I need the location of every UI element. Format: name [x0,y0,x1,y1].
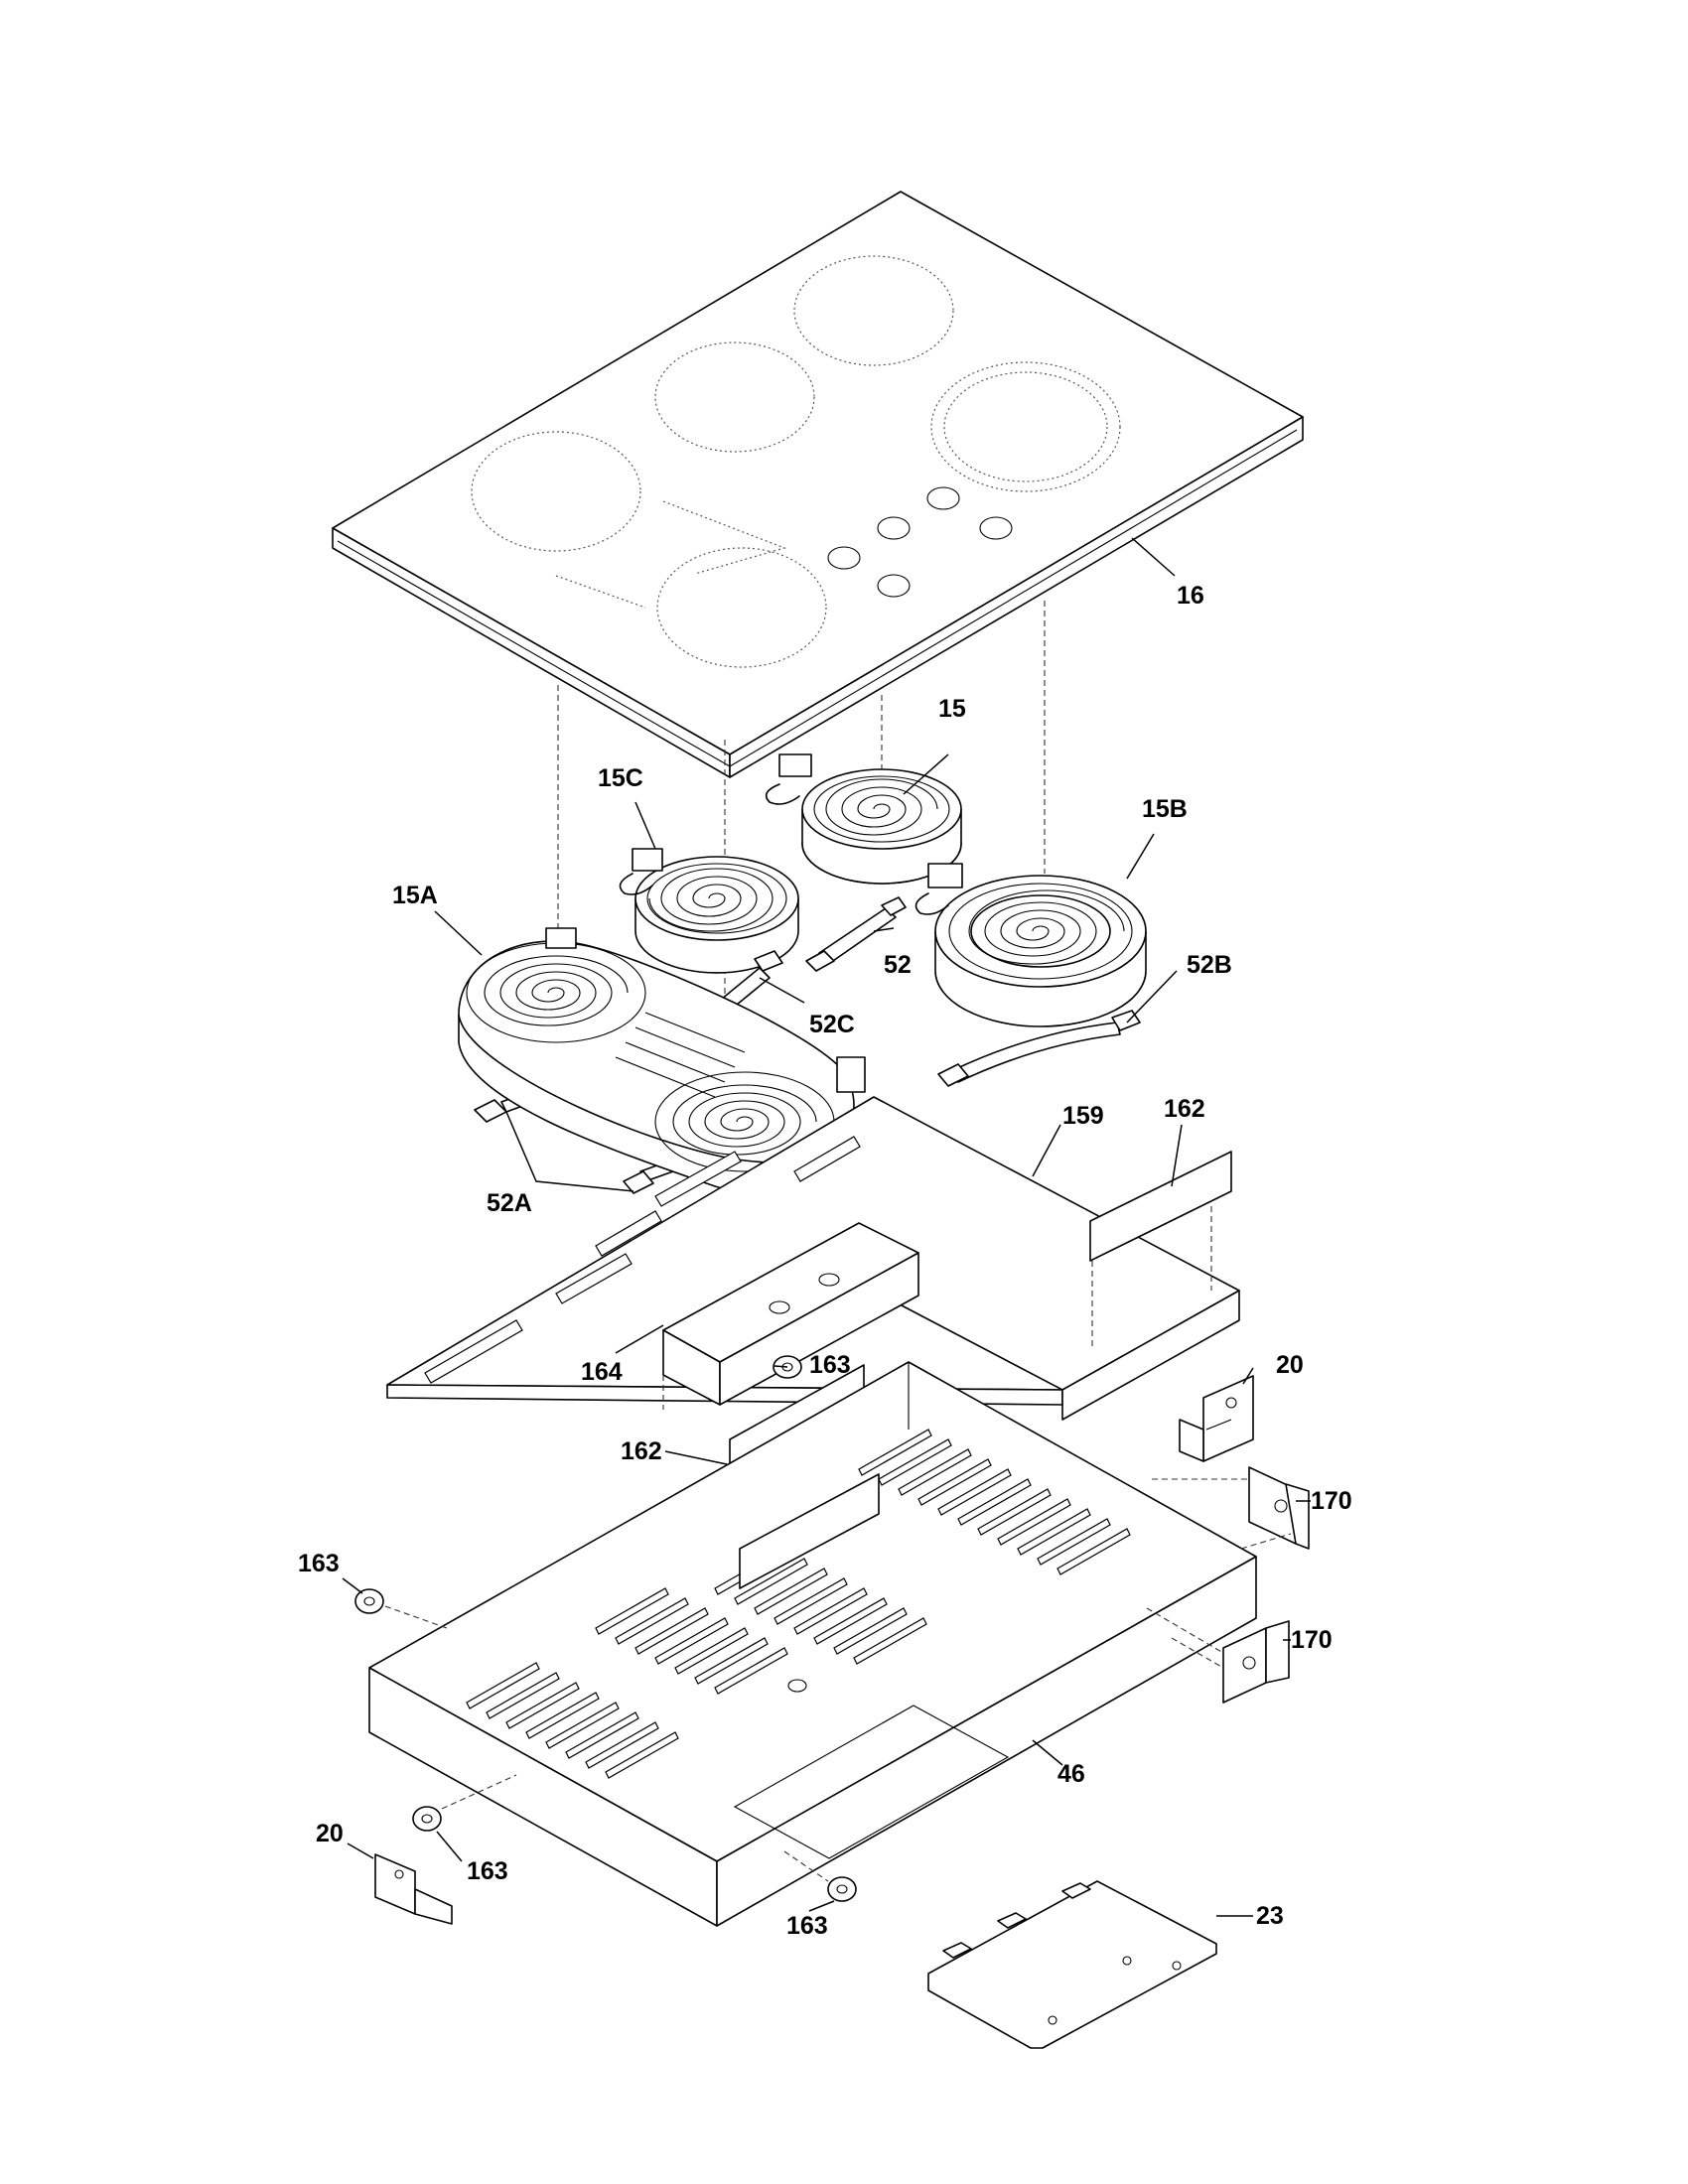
callout-23: 23 [1256,1902,1284,1930]
callout-15: 15 [938,695,966,723]
cover-plate-23 [927,1880,1217,2049]
callout-46: 46 [1057,1760,1085,1788]
callout-163-front-left: 163 [467,1857,508,1885]
radiant-element-15 [765,753,962,885]
callout-164: 164 [581,1358,623,1386]
channel-bracket-164 [662,1222,919,1410]
shield-162-upper [1089,1151,1232,1350]
callout-16: 16 [1177,582,1204,610]
callout-52: 52 [884,951,912,979]
bracket-52 [805,896,907,972]
callout-52b: 52B [1187,951,1232,979]
callout-52c: 52C [809,1011,855,1038]
callout-163-front-right: 163 [786,1912,828,1940]
chassis-46 [368,1361,1257,1927]
bridge-element-15a [458,927,866,1196]
callout-leaders [342,537,1311,1917]
chassis-vent-slots [466,1429,1131,1779]
callout-52a: 52A [487,1189,532,1217]
callout-labels: 16 15 15C 15B 15A 52 52B 52C 52A 159 162… [298,582,1352,1940]
callout-170-lower: 170 [1291,1626,1333,1654]
radiant-element-15c [619,848,799,974]
grommet-163-front-left [412,1774,517,1832]
callout-20-left: 20 [316,1820,344,1847]
radiant-element-15b [914,863,1147,1027]
callout-20-right: 20 [1276,1351,1304,1379]
callout-170-upper: 170 [1311,1487,1352,1515]
bracket-20-left [374,1853,453,1925]
callout-15a: 15A [392,882,438,909]
grommet-163-left [354,1588,448,1629]
callout-162-lower: 162 [621,1437,662,1465]
callout-15c: 15C [598,764,643,792]
callout-162-upper: 162 [1164,1095,1205,1123]
grommet-163-front-right [783,1850,857,1902]
callout-163-left: 163 [298,1550,340,1577]
callout-15b: 15B [1142,795,1188,823]
bracket-20-right [1179,1375,1254,1462]
callout-163-upper: 163 [809,1351,851,1379]
callout-159: 159 [1062,1102,1104,1130]
glass-cooktop-part [332,191,1304,778]
bracket-170-lower [1146,1607,1290,1704]
